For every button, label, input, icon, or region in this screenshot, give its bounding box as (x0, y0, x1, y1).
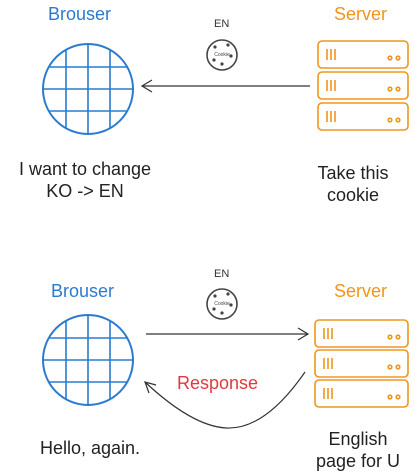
browser-caption-line: KO -> EN (46, 181, 124, 201)
response-label: Response (177, 373, 259, 393)
server-icon (314, 319, 409, 408)
server-caption: Take this cookie (298, 162, 408, 206)
server-caption: English page for U (300, 428, 416, 472)
cookie-text: Cookie (214, 52, 230, 58)
server-caption-line: English (328, 429, 388, 449)
cookie-icon: Cookie (206, 39, 238, 71)
arrow-browser-to-server (146, 327, 310, 341)
browser-globe-icon (42, 314, 134, 406)
server-label: Server (334, 281, 388, 301)
browser-caption-line: I want to change (18, 159, 152, 179)
server-caption-line: page for U (315, 451, 401, 471)
browser-globe-icon (42, 43, 134, 135)
arrow-response (144, 371, 306, 429)
browser-label: Brouser (51, 281, 115, 301)
browser-caption: I want to change KO -> EN (0, 158, 170, 202)
server-icon (317, 40, 409, 131)
server-label: Server (334, 4, 388, 24)
browser-label: Brouser (48, 4, 112, 24)
cookie-text: Cookie (214, 301, 230, 307)
cookie-icon: Cookie (206, 288, 238, 320)
server-caption-line: cookie (326, 185, 380, 205)
cookie-label: EN (214, 18, 230, 30)
server-caption-line: Take this (317, 163, 389, 183)
arrow-server-to-browser (140, 79, 310, 93)
browser-caption: Hello, again. (39, 438, 141, 458)
cookie-label: EN (214, 268, 230, 280)
